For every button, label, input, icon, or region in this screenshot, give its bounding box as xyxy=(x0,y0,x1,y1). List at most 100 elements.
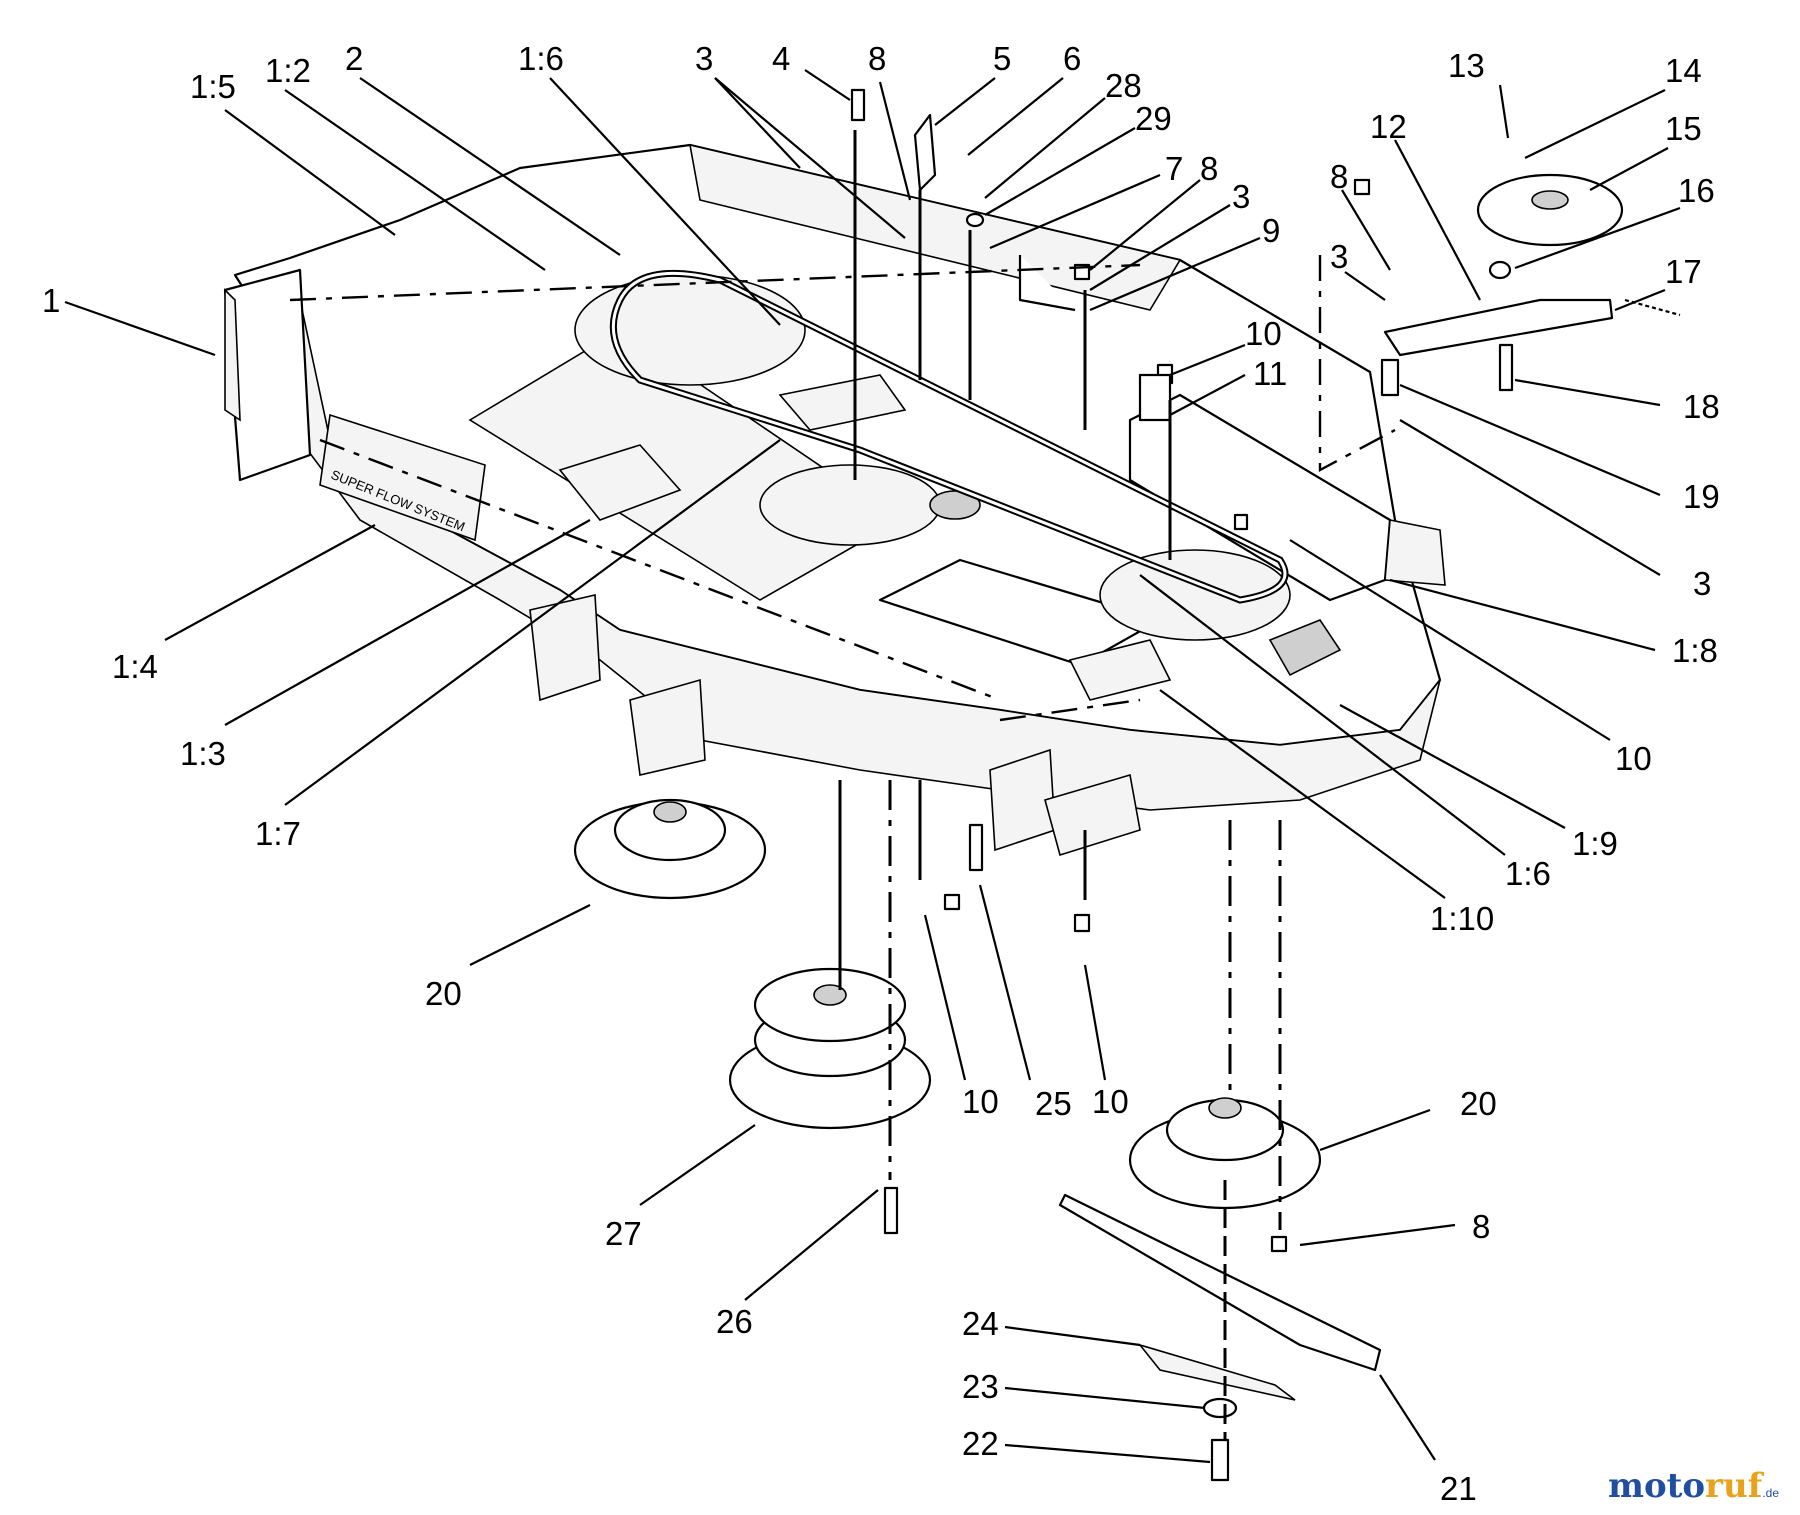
callout-12: 12 xyxy=(1370,108,1407,145)
leader-1-3 xyxy=(224,519,591,726)
callout-4: 4 xyxy=(772,40,790,77)
callout-24: 24 xyxy=(962,1305,999,1342)
super-flow-decal-panel xyxy=(319,413,486,542)
top-bolt xyxy=(850,88,866,122)
watermark-suffix: .de xyxy=(1762,1486,1779,1500)
nut-8-bottom xyxy=(1270,1235,1288,1253)
nut-8-right xyxy=(1353,178,1371,196)
idler-bushing xyxy=(1488,260,1512,280)
callout-25: 25 xyxy=(1035,1085,1072,1122)
dash-line-rear xyxy=(289,263,1141,302)
blade-stiffener xyxy=(1137,1343,1296,1401)
bolt-26 xyxy=(883,1186,899,1235)
bolt-10-right xyxy=(1233,513,1249,531)
callout-10b: 10 xyxy=(1615,740,1652,777)
leader-20a xyxy=(469,904,591,966)
washer-10-left xyxy=(943,893,961,911)
leader-2 xyxy=(359,77,621,256)
leader-1-7 xyxy=(284,439,781,806)
callout-2: 2 xyxy=(345,40,363,77)
leader-22 xyxy=(1004,1443,1211,1464)
callout-1-7: 1:7 xyxy=(255,815,301,852)
leader-8c xyxy=(1341,189,1391,271)
callout-14: 14 xyxy=(1665,52,1702,89)
spindle-left xyxy=(573,798,767,900)
leader-1-2 xyxy=(284,89,546,271)
callout-27: 27 xyxy=(605,1215,642,1252)
callout-8b: 8 xyxy=(1200,150,1218,187)
callout-3c: 3 xyxy=(1330,238,1348,275)
pulley-well-center xyxy=(759,464,941,546)
leader-14 xyxy=(1524,89,1666,159)
assembly-lines xyxy=(289,130,1396,1440)
callout-8a: 8 xyxy=(868,40,886,77)
cutting-blade xyxy=(1058,1193,1382,1372)
spindle-left-pulley xyxy=(613,798,727,862)
front-bracket-far-right xyxy=(1044,773,1141,857)
leader-3b xyxy=(1089,204,1231,291)
idler-pulley xyxy=(1476,173,1624,247)
callout-3d: 3 xyxy=(1693,565,1711,602)
callout-labels: 1 1:5 1:2 2 1:6 3 4 8 5 6 28 29 7 8 3 9 … xyxy=(42,40,1720,1507)
callout-1-8: 1:8 xyxy=(1672,632,1718,669)
callout-1-10: 1:10 xyxy=(1430,900,1494,937)
leader-5 xyxy=(934,77,996,126)
leader-8b xyxy=(1089,179,1201,271)
blade-washer xyxy=(1202,1397,1238,1419)
leader-28 xyxy=(984,97,1106,199)
spindle-center-nut xyxy=(813,984,847,1006)
belt-system xyxy=(574,269,1291,641)
front-bracket-mid xyxy=(629,678,706,776)
idler-pulley-hub xyxy=(1531,190,1569,210)
dash-line-front-right xyxy=(999,698,1141,722)
right-bracket xyxy=(1384,519,1446,586)
callout-11: 11 xyxy=(1253,355,1287,392)
dash-line-front xyxy=(319,438,1001,702)
leader-8a xyxy=(878,81,912,201)
leader-10d xyxy=(1083,964,1107,1081)
callout-22: 22 xyxy=(962,1425,999,1462)
callout-7: 7 xyxy=(1165,150,1183,187)
drive-belt-highlight xyxy=(611,271,1287,602)
leader-1-10 xyxy=(1159,689,1446,899)
idler-spacer xyxy=(1380,358,1400,397)
washer-10-mid xyxy=(1073,913,1091,933)
leader-19 xyxy=(1399,383,1661,497)
leader-1-5 xyxy=(224,109,396,236)
callout-23: 23 xyxy=(962,1368,999,1405)
leader-6 xyxy=(967,77,1064,156)
leader-21 xyxy=(1379,1374,1436,1461)
leader-1-8 xyxy=(1389,578,1656,652)
leader-4 xyxy=(804,69,851,101)
callout-8c: 8 xyxy=(1330,158,1348,195)
watermark-part-a: moto xyxy=(1608,1466,1705,1506)
leader-10b xyxy=(1289,539,1611,741)
leader-1-6b xyxy=(1139,574,1506,856)
callout-10c: 10 xyxy=(962,1083,999,1120)
callout-21: 21 xyxy=(1440,1470,1477,1507)
bracket-11 xyxy=(1138,373,1172,422)
leader-7 xyxy=(989,173,1161,250)
washer-28 xyxy=(965,212,985,228)
leader-3d xyxy=(1399,419,1661,576)
callout-20b: 20 xyxy=(1460,1085,1497,1122)
watermark-part-b: ruf xyxy=(1705,1466,1765,1506)
leader-3a-1 xyxy=(714,77,801,169)
lever-rod xyxy=(913,113,937,192)
leader-1-4 xyxy=(164,524,376,641)
callout-1-3: 1:3 xyxy=(180,735,226,772)
leader-10c xyxy=(923,914,967,1081)
callout-16: 16 xyxy=(1678,172,1715,209)
callout-29: 29 xyxy=(1135,100,1172,137)
deck-decal-left xyxy=(558,444,682,521)
deck-decal-front xyxy=(1068,639,1172,701)
leader-16 xyxy=(1514,206,1681,270)
callout-1-5: 1:5 xyxy=(190,68,236,105)
leader-1 xyxy=(64,300,216,357)
pulley-well-right xyxy=(1099,549,1291,641)
callout-9: 9 xyxy=(1262,212,1280,249)
leader-25 xyxy=(978,884,1032,1081)
leader-13 xyxy=(1498,84,1510,139)
hardware xyxy=(850,88,1371,1253)
